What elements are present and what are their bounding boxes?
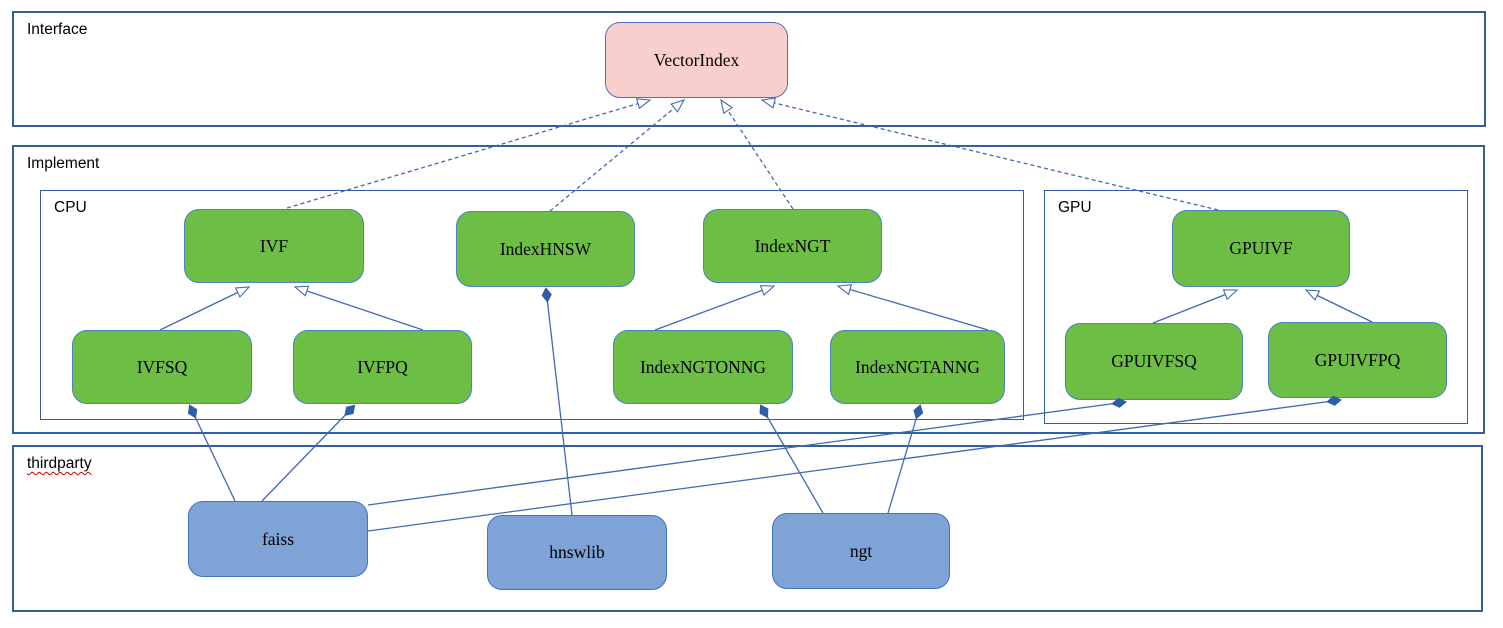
node-ivfsq[interactable]: IVFSQ xyxy=(72,330,252,404)
node-label-ivfsq: IVFSQ xyxy=(136,356,188,377)
node-label-hnswlib: hnswlib xyxy=(549,542,605,562)
node-indexngt[interactable]: IndexNGT xyxy=(703,209,882,283)
node-label-gpuivfpq: GPUIVFPQ xyxy=(1314,349,1401,370)
node-label-indexngtanng: IndexNGTANNG xyxy=(855,356,980,377)
node-label-ivfpq: IVFPQ xyxy=(357,356,408,377)
section-interface-label: Interface xyxy=(27,21,88,38)
node-label-ngt: ngt xyxy=(849,540,873,561)
node-gpuivf[interactable]: GPUIVF xyxy=(1172,210,1350,287)
node-label-indexngtonng: IndexNGTONNG xyxy=(639,356,767,377)
node-label-vectorindex: VectorIndex xyxy=(653,49,740,70)
node-indexhnsw[interactable]: IndexHNSW xyxy=(456,211,635,287)
node-hnswlib[interactable]: hnswlib xyxy=(487,515,667,590)
section-gpu-label: GPU xyxy=(1058,199,1092,216)
node-label-ivf: IVF xyxy=(259,235,289,256)
node-gpuivfsq[interactable]: GPUIVFSQ xyxy=(1065,323,1243,400)
node-indexngtonng[interactable]: IndexNGTONNG xyxy=(613,330,793,404)
node-ngt[interactable]: ngt xyxy=(772,513,950,589)
node-gpuivfpq[interactable]: GPUIVFPQ xyxy=(1268,322,1447,398)
node-label-gpuivfsq: GPUIVFSQ xyxy=(1111,351,1197,371)
section-cpu-label: CPU xyxy=(54,199,87,216)
node-label-gpuivf: GPUIVF xyxy=(1229,238,1293,258)
node-ivf[interactable]: IVF xyxy=(184,209,364,283)
node-ivfpq[interactable]: IVFPQ xyxy=(293,330,472,404)
node-indexngtanng[interactable]: IndexNGTANNG xyxy=(830,330,1005,404)
node-vectorindex[interactable]: VectorIndex xyxy=(605,22,788,98)
node-label-indexhnsw: IndexHNSW xyxy=(499,238,592,259)
node-faiss[interactable]: faiss xyxy=(188,501,368,577)
node-label-indexngt: IndexNGT xyxy=(754,235,831,256)
section-thirdparty-label: thirdparty xyxy=(27,455,92,472)
node-label-faiss: faiss xyxy=(261,528,295,549)
section-implement-label: Implement xyxy=(27,155,100,172)
